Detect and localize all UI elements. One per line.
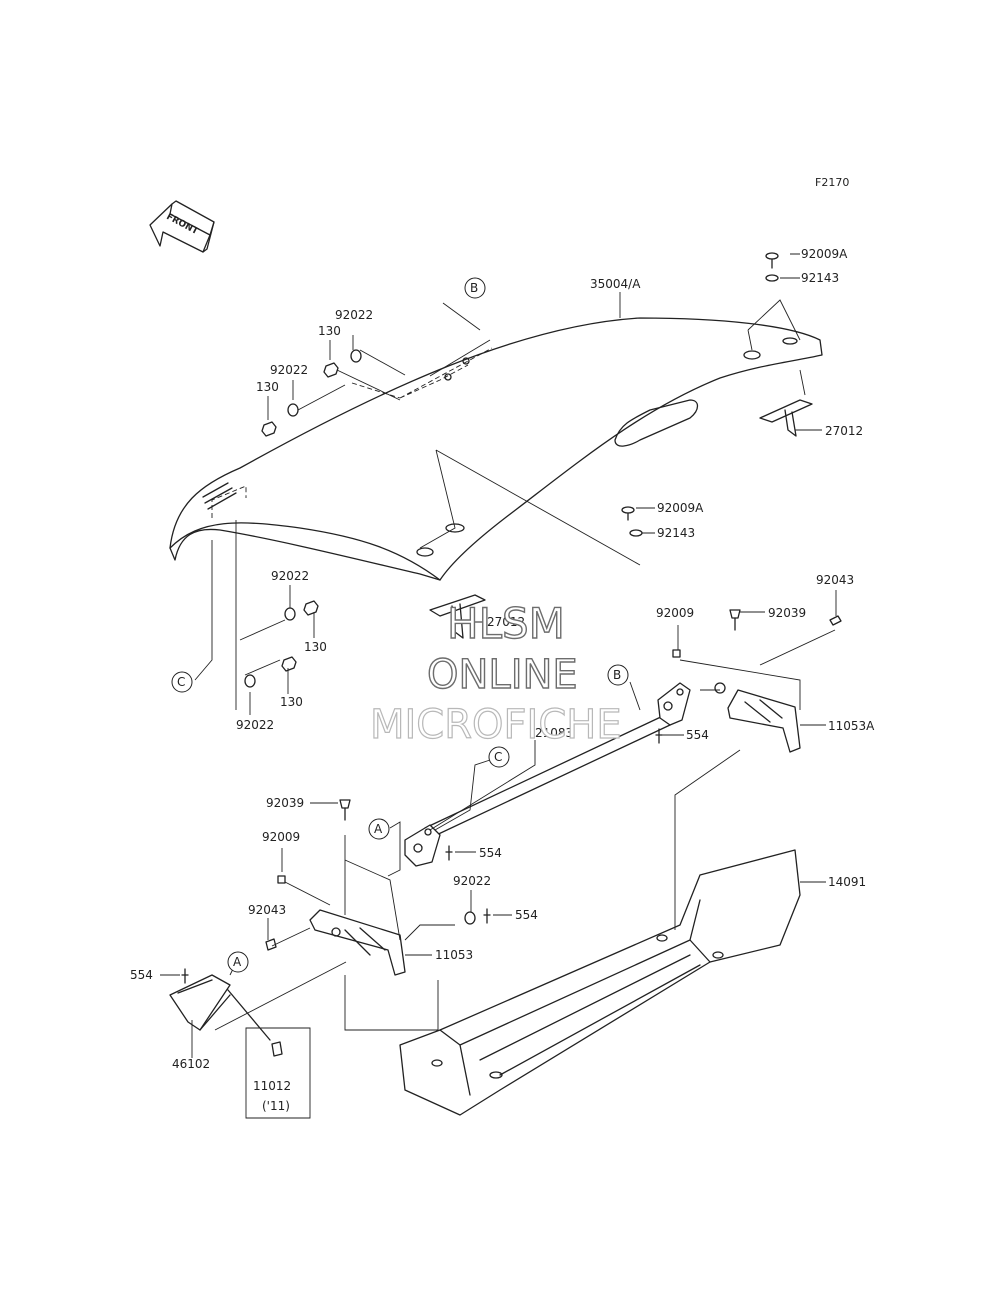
- ref-B-1: B: [470, 281, 478, 295]
- label-27012-2: 27012: [487, 615, 525, 629]
- ref-A-2: A: [233, 955, 242, 969]
- watermark-line-3: MICROFICHE: [370, 702, 622, 748]
- label-11012-note: ('11): [262, 1099, 290, 1113]
- label-92022-3: 92022: [271, 569, 309, 583]
- ref-C-1: C: [177, 675, 185, 689]
- label-11053A: 11053A: [828, 719, 875, 733]
- label-554-4: 554: [130, 968, 153, 982]
- label-130-4: 130: [280, 695, 303, 709]
- skid-plate-14091: [399, 849, 801, 1116]
- label-92039-1: 92039: [768, 606, 806, 620]
- label-92022-1: 92022: [335, 308, 373, 322]
- watermark-line-2: ONLINE: [427, 652, 578, 698]
- label-21083: 21083: [535, 726, 573, 740]
- label-130-2: 130: [256, 380, 279, 394]
- figure-code: F2170: [815, 176, 849, 189]
- label-554-2: 554: [479, 846, 502, 860]
- label-92022-4: 92022: [453, 874, 491, 888]
- bracket-11053A: [714, 682, 801, 753]
- ref-B-2: B: [613, 668, 621, 682]
- front-arrow-icon: FRONT: [149, 200, 215, 253]
- pipe-46102: [169, 974, 271, 1041]
- label-554-1: 554: [686, 728, 709, 742]
- label-130-1: 130: [318, 324, 341, 338]
- label-35004A: 35004/A: [590, 277, 641, 291]
- ref-C-2: C: [494, 750, 502, 764]
- part-labels: 35004/A 92009A 92143 27012 92022 130 920…: [130, 247, 875, 1113]
- label-130-3: 130: [304, 640, 327, 654]
- label-92009A-1: 92009A: [801, 247, 848, 261]
- watermark-line-1: HLSM: [447, 599, 565, 648]
- label-92043-1: 92043: [816, 573, 854, 587]
- label-27012-1: 27012: [825, 424, 863, 438]
- label-92143-1: 92143: [801, 271, 839, 285]
- label-92143-2: 92143: [657, 526, 695, 540]
- label-14091: 14091: [828, 875, 866, 889]
- label-92022-5: 92022: [236, 718, 274, 732]
- label-92009-1: 92009: [656, 606, 694, 620]
- label-554-3: 554: [515, 908, 538, 922]
- bar-21083: [404, 682, 691, 867]
- ref-marks: B C B C A A: [171, 277, 629, 973]
- bracket-27012-upper: [759, 399, 813, 437]
- bracket-27012-lower: [429, 594, 486, 639]
- seat-cover: [169, 317, 823, 581]
- label-92039-2: 92039: [266, 796, 304, 810]
- fasteners: [181, 252, 842, 1057]
- label-92009A-2: 92009A: [657, 501, 704, 515]
- leader-lines: [160, 253, 837, 1119]
- label-92043-2: 92043: [248, 903, 286, 917]
- label-92009-2: 92009: [262, 830, 300, 844]
- label-11012: 11012: [253, 1079, 291, 1093]
- watermark: HLSM ONLINE MICROFICHE: [369, 598, 622, 748]
- bracket-11053: [309, 909, 406, 976]
- label-11053: 11053: [435, 948, 473, 962]
- label-46102: 46102: [172, 1057, 210, 1071]
- ref-A-1: A: [374, 822, 383, 836]
- label-92022-2: 92022: [270, 363, 308, 377]
